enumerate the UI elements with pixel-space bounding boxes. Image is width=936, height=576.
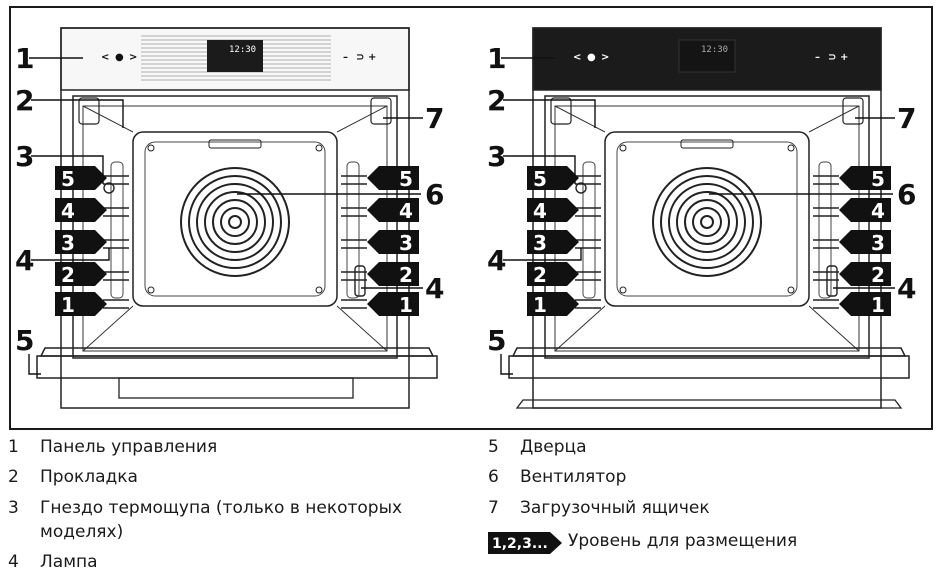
legend-num: 1 [8, 437, 19, 457]
left-level-l1: 1 [61, 293, 75, 317]
legend-num: 2 [8, 467, 19, 487]
left-level-l4: 4 [61, 199, 75, 223]
levels-badge-text: 1,2,3... [492, 536, 548, 552]
legend-num: 6 [488, 467, 499, 487]
right-ctl-fan: ⊃ [828, 52, 836, 63]
oven-drawings: 12:30 < ● > – ⊃ + [15, 27, 916, 409]
right-level-badges [527, 166, 891, 316]
left-level-l5: 5 [61, 167, 75, 191]
legend-text: Панель управления [40, 437, 218, 457]
left-ctl-prev: < [101, 52, 109, 63]
left-callout-6: 6 [425, 178, 444, 211]
right-callout-4: 4 [487, 244, 506, 277]
right-callout-1: 1 [487, 42, 506, 75]
right-callout-5: 5 [487, 324, 506, 357]
right-callout-3: 3 [487, 140, 506, 173]
left-ctl-next: > [129, 52, 137, 63]
legend-num: 7 [488, 498, 499, 518]
legend-text: Вентилятор [520, 467, 627, 487]
legend-text: Гнездо термощупа (только в некоторых [40, 498, 403, 518]
left-level-badges [55, 166, 419, 316]
right-door [508, 355, 910, 379]
right-level-l4: 4 [533, 199, 547, 223]
left-leader-lines [28, 57, 423, 375]
legend-num: 3 [8, 498, 19, 518]
left-callout-4b: 4 [425, 272, 444, 305]
left-callout-5: 5 [15, 324, 34, 357]
right-level-l5: 5 [533, 167, 547, 191]
left-level-r3: 3 [399, 231, 413, 255]
right-display-time: 12:30 [701, 45, 728, 55]
left-callout-4: 4 [15, 244, 34, 277]
left-level-l2: 2 [61, 263, 75, 287]
left-oven: 12:30 < ● > – ⊃ + [15, 27, 444, 409]
left-ctl-minus: – [343, 52, 348, 63]
legend-text: Дверца [520, 437, 587, 457]
right-ctl-minus: – [815, 52, 820, 63]
left-drawer [118, 377, 354, 399]
legend-text: Загрузочный ящичек [520, 498, 710, 518]
right-ctl-next: > [601, 52, 609, 63]
left-door [36, 355, 438, 379]
legend-text: Лампа [40, 552, 98, 572]
left-ctl-fan: ⊃ [356, 52, 364, 63]
left-level-r2: 2 [399, 263, 413, 287]
levels-text: Уровень для размещения [568, 531, 798, 551]
right-callout-2: 2 [487, 84, 506, 117]
left-display [207, 40, 263, 72]
right-ctl-ok: ● [587, 52, 596, 63]
left-ctl-plus: + [368, 52, 376, 63]
left-callout-2: 2 [15, 84, 34, 117]
right-ctl-plus: + [840, 52, 848, 63]
left-level-r5: 5 [399, 167, 413, 191]
right-callout-7: 7 [897, 102, 916, 135]
oven-diagram: 12:30 < ● > – ⊃ + [9, 6, 933, 430]
left-callout-3: 3 [15, 140, 34, 173]
right-level-l1: 1 [533, 293, 547, 317]
right-level-r3: 3 [871, 231, 885, 255]
legend-num: 4 [8, 552, 19, 572]
legend-num: 5 [488, 437, 499, 457]
levels-badge-icon: 1,2,3... [488, 532, 562, 554]
legend-text: Прокладка [40, 467, 138, 487]
right-level-r5: 5 [871, 167, 885, 191]
right-level-l3: 3 [533, 231, 547, 255]
right-ctl-prev: < [573, 52, 581, 63]
right-callout-6: 6 [897, 178, 916, 211]
left-level-l3: 3 [61, 231, 75, 255]
right-level-l2: 2 [533, 263, 547, 287]
right-display [678, 39, 736, 73]
legend-text: моделях) [40, 522, 124, 542]
left-ctl-ok: ● [115, 52, 124, 63]
right-level-r4: 4 [871, 199, 885, 223]
right-plinth [515, 399, 903, 409]
right-leader-lines [500, 57, 895, 375]
left-display-time: 12:30 [229, 45, 256, 55]
left-callout-7: 7 [425, 102, 444, 135]
left-level-r1: 1 [399, 293, 413, 317]
right-oven: 12:30 < ● > – ⊃ + 5 [487, 27, 916, 409]
right-level-r2: 2 [871, 263, 885, 287]
left-callout-1: 1 [15, 42, 34, 75]
right-level-r1: 1 [871, 293, 885, 317]
left-level-r4: 4 [399, 199, 413, 223]
right-callout-4b: 4 [897, 272, 916, 305]
